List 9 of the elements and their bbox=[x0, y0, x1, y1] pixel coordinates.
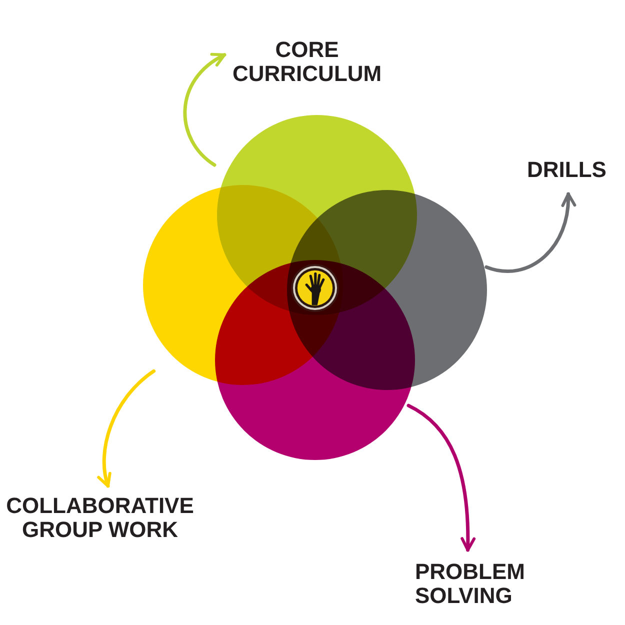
category-label: PROBLEM SOLVING bbox=[415, 560, 525, 608]
category-label: COLLABORATIVE GROUP WORK bbox=[0, 494, 200, 542]
curved-arrow bbox=[183, 53, 226, 167]
curved-arrow bbox=[406, 404, 476, 552]
category-label: CORE CURRICULUM bbox=[232, 38, 382, 86]
curved-arrow bbox=[484, 192, 576, 274]
category-label: DRILLS bbox=[527, 158, 606, 182]
curved-arrow bbox=[98, 369, 156, 488]
venn-circle bbox=[215, 260, 415, 460]
